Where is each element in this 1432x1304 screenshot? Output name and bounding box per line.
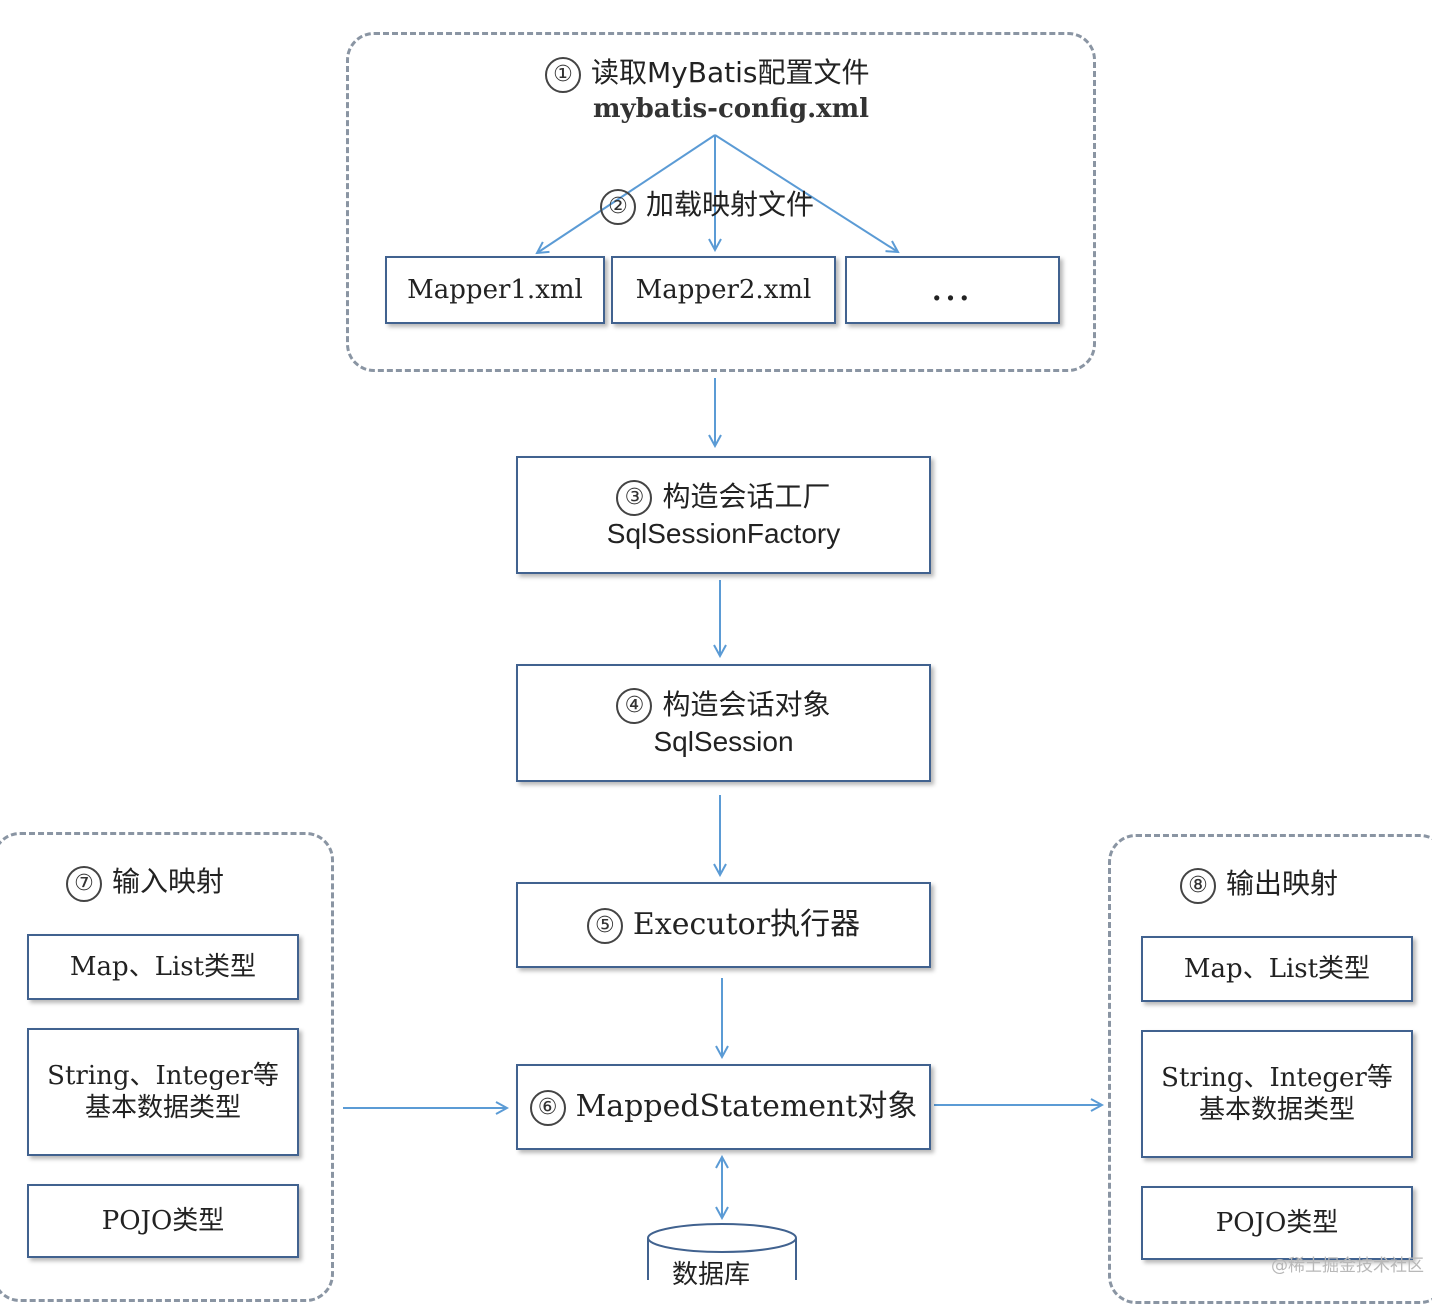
config-file-name: mybatis-config.xml	[593, 94, 870, 124]
output-pojo-box: POJO类型	[1141, 1186, 1413, 1260]
factory-subtitle: SqlSessionFactory	[606, 518, 841, 550]
step-4-icon: ④	[616, 688, 653, 725]
input-basic-types-box: String、Integer等 基本数据类型	[27, 1028, 299, 1156]
mapper1-label: Mapper1.xml	[407, 274, 583, 305]
step-1-icon: ①	[545, 56, 581, 93]
mapper1-box: Mapper1.xml	[385, 256, 605, 324]
step-5-icon: ⑤	[586, 908, 623, 944]
database-cylinder	[647, 1223, 797, 1280]
arrow-to-mapper-more	[714, 134, 898, 252]
step-2-icon: ②	[600, 188, 636, 225]
input-pojo-box: POJO类型	[27, 1184, 299, 1258]
step-7-icon: ⑦	[66, 865, 102, 902]
database-label: 数据库	[672, 1260, 751, 1290]
step-8-icon: ⑧	[1180, 867, 1216, 904]
config-group	[346, 32, 1096, 372]
input-map-list-box: Map、List类型	[27, 934, 299, 1000]
step-6-icon: ⑥	[529, 1090, 566, 1126]
session-subtitle: SqlSession	[653, 726, 794, 758]
mapper-more-box: ...	[845, 256, 1060, 324]
output-basic-types-box: String、Integer等 基本数据类型	[1141, 1030, 1413, 1158]
output-map-list-box: Map、List类型	[1141, 936, 1413, 1002]
step-3-icon: ③	[616, 480, 653, 517]
mapper-more-label: ...	[931, 273, 974, 307]
mapper2-box: Mapper2.xml	[611, 256, 836, 324]
watermark: @稀土掘金技术社区	[1271, 1256, 1424, 1276]
mapper2-label: Mapper2.xml	[635, 274, 812, 305]
